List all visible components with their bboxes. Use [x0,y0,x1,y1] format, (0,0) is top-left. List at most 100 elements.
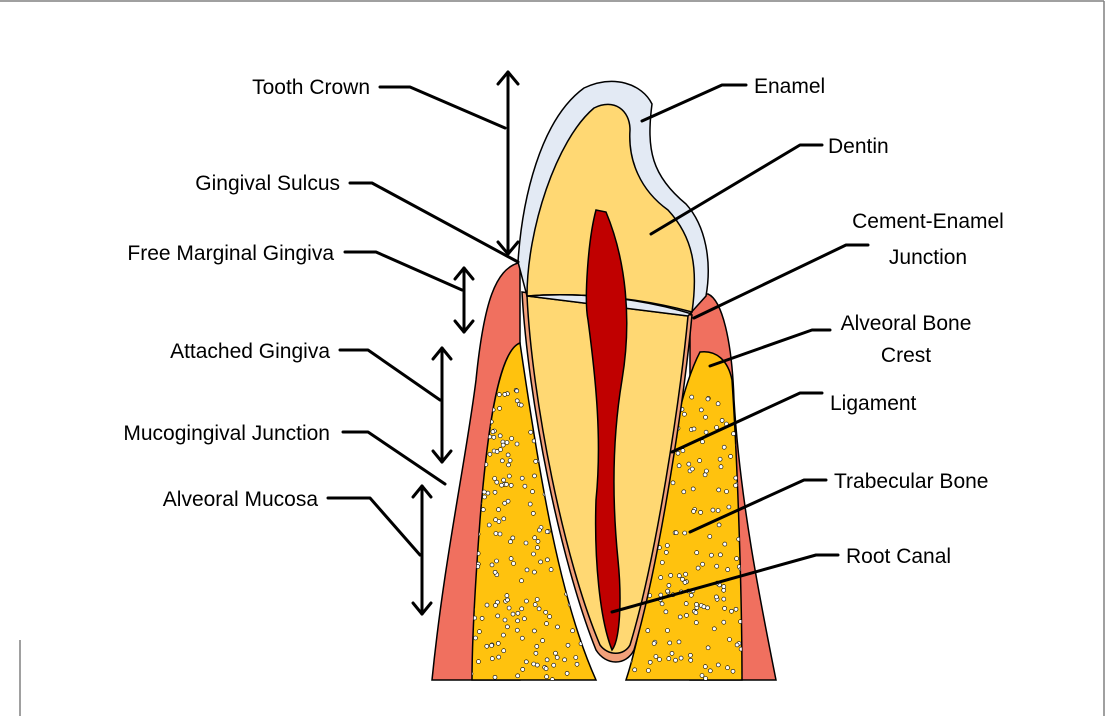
trabecular-pore [599,675,603,679]
trabecular-pore [545,558,549,562]
trabecular-pore [740,412,744,416]
trabecular-pore [529,430,533,434]
trabecular-pore [699,510,703,514]
label-ligament: Ligament [830,392,917,415]
trabecular-pore [524,541,528,545]
label-cement-enamel-line1: Cement-Enamel [852,210,1004,233]
trabecular-pore [497,655,501,659]
trabecular-pore [726,568,730,572]
trabecular-pore [494,603,498,607]
trabecular-pore [714,595,718,599]
trabecular-pore [509,540,513,544]
trabecular-pore [671,481,675,485]
trabecular-pore [490,644,494,648]
trabecular-pore [660,602,664,606]
trabecular-pore [500,459,504,463]
label-free-marginal-gingiva: Free Marginal Gingiva [127,242,334,265]
trabecular-pore [487,523,491,527]
trabecular-pore [646,669,650,673]
trabecular-pore [524,660,528,664]
trabecular-pore [499,448,503,452]
trabecular-pore [600,662,604,666]
trabecular-pore [545,658,549,662]
trabecular-pore [723,606,727,610]
trabecular-pore [516,674,520,678]
trabecular-pore [694,611,698,615]
label-alveolar-bone-crest-line1: Alveoral Bone [841,312,972,335]
trabecular-pore [588,649,592,653]
trabecular-pore [703,665,707,669]
trabecular-pore [574,656,578,660]
trabecular-pore [729,454,733,458]
trabecular-pore [716,509,720,513]
trabecular-pore [718,457,722,461]
trabecular-pore [727,505,731,509]
trabecular-pore [694,621,698,625]
trabecular-pore [548,615,552,619]
trabecular-pore [520,579,524,583]
trabecular-pore [537,528,541,532]
trabecular-pore [515,389,519,393]
trabecular-pore [549,568,553,572]
trabecular-pore [682,490,686,494]
label-enamel: Enamel [754,75,825,98]
trabecular-pore [689,658,693,662]
trabecular-pore [533,603,537,607]
trabecular-pore [474,636,478,640]
trabecular-pore [741,440,745,444]
trabecular-pore [704,415,708,419]
trabecular-pore [674,531,678,535]
trabecular-pore [746,421,750,425]
trabecular-pore [503,618,507,622]
trabecular-pore [523,484,527,488]
trabecular-pore [494,518,498,522]
trabecular-pore [716,663,720,667]
trabecular-pore [490,657,494,661]
label-cement-enamel-line2: Junction [889,246,967,269]
trabecular-pore [738,390,742,394]
trabecular-pore [524,599,528,603]
trabecular-pore [511,612,515,616]
trabecular-pore [506,453,510,457]
trabecular-pore [708,535,712,539]
trabecular-pore [667,583,671,587]
trabecular-pore [730,609,734,613]
trabecular-pore [745,393,749,397]
trabecular-pore [507,463,511,467]
trabecular-pore [732,432,736,436]
trabecular-pore [658,658,662,662]
trabecular-pore [690,395,694,399]
label-root-canal: Root Canal [846,545,951,568]
trabecular-pore [493,490,497,494]
trabecular-pore [666,629,670,633]
label-gingival-sulcus: Gingival Sulcus [195,172,340,195]
trabecular-pore [535,644,539,648]
trabecular-pore [659,576,663,580]
trabecular-pore [677,640,681,644]
attached-gingiva-leader [340,350,440,400]
trabecular-pore [556,625,560,629]
trabecular-pore [718,553,722,557]
trabecular-pore [712,627,716,631]
trabecular-pore [555,656,559,660]
trabecular-pore [501,443,505,447]
trabecular-pore [596,668,600,672]
trabecular-pore [722,597,726,601]
trabecular-pore [545,530,549,534]
trabecular-pore [493,570,497,574]
trabecular-pore [735,643,739,647]
trabecular-pore [531,511,535,515]
trabecular-pore [676,451,680,455]
trabecular-pore [677,574,681,578]
trabecular-pore [734,389,738,393]
trabecular-pore [674,658,678,662]
trabecular-pore [482,490,486,494]
trabecular-pore [525,568,529,572]
trabecular-pore [493,477,497,481]
trabecular-pore [505,441,509,445]
trabecular-pore [692,509,696,513]
trabecular-pore [493,675,497,679]
trabecular-pore [511,536,515,540]
